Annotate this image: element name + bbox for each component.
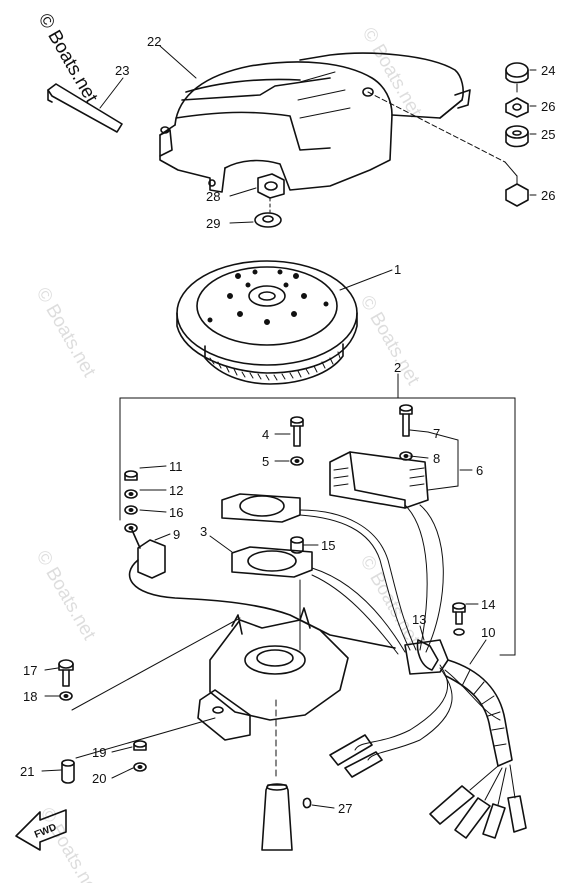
pulser-coil-upper bbox=[221, 493, 301, 523]
screw-4 bbox=[290, 416, 304, 447]
watermark-repeat: © Boats.net bbox=[32, 547, 100, 644]
callout-1: 1 bbox=[394, 262, 401, 277]
callout-23: 23 bbox=[115, 63, 129, 78]
callout-29: 29 bbox=[206, 216, 220, 231]
callout-15: 15 bbox=[321, 538, 335, 553]
screw-19 bbox=[133, 740, 147, 751]
leader-lines bbox=[41, 45, 537, 809]
watermark-repeat: © Boats.net bbox=[36, 804, 104, 883]
screw-17 bbox=[58, 659, 74, 687]
callout-3: 3 bbox=[200, 524, 207, 539]
callout-8: 8 bbox=[433, 451, 440, 466]
callout-24: 24 bbox=[541, 63, 555, 78]
crankshaft-taper bbox=[261, 699, 293, 851]
callout-28: 28 bbox=[206, 189, 220, 204]
washer-12 bbox=[124, 489, 138, 499]
callout-27: 27 bbox=[338, 801, 352, 816]
washer-26-top bbox=[505, 97, 529, 118]
washer-20 bbox=[133, 762, 147, 772]
clamp-13 bbox=[416, 639, 439, 671]
callout-26-top: 26 bbox=[541, 99, 555, 114]
callout-4: 4 bbox=[262, 427, 269, 442]
washer-5 bbox=[290, 456, 304, 466]
woodruff-key-27 bbox=[302, 797, 312, 809]
callout-12: 12 bbox=[169, 483, 183, 498]
protective-tube-10 bbox=[429, 659, 527, 839]
flywheel-1 bbox=[176, 260, 358, 385]
screw-11 bbox=[124, 470, 138, 481]
callout-2: 2 bbox=[394, 360, 401, 375]
callout-10: 10 bbox=[481, 625, 495, 640]
callout-labels: 22 23 24 26 25 26 28 29 1 2 4 5 7 8 6 11… bbox=[20, 34, 555, 816]
callout-5: 5 bbox=[262, 454, 269, 469]
callout-9: 9 bbox=[173, 527, 180, 542]
flywheel-cover-22 bbox=[159, 52, 471, 193]
screw-7 bbox=[399, 404, 413, 437]
callout-20: 20 bbox=[92, 771, 106, 786]
charge-coil-6 bbox=[329, 451, 429, 509]
callout-26-bottom: 26 bbox=[541, 188, 555, 203]
watermark-repeat: © Boats.net bbox=[356, 292, 424, 389]
screw-14 bbox=[452, 602, 466, 636]
washer-18 bbox=[59, 691, 73, 701]
hex-key-23 bbox=[47, 83, 123, 133]
coil-9 bbox=[128, 529, 396, 649]
callout-25: 25 bbox=[541, 127, 555, 142]
callout-18: 18 bbox=[23, 689, 37, 704]
callout-17: 17 bbox=[23, 663, 37, 678]
watermark-repeat: © Boats.net bbox=[32, 284, 100, 381]
grommet-25 bbox=[505, 125, 529, 148]
callout-16: 16 bbox=[169, 505, 183, 520]
knob-bolt-24 bbox=[505, 62, 529, 93]
wiring-harness bbox=[299, 504, 501, 778]
callout-7: 7 bbox=[433, 426, 440, 441]
bushing-21 bbox=[61, 759, 75, 784]
watermark-main: © Boats.net bbox=[34, 10, 102, 107]
callout-14: 14 bbox=[481, 597, 495, 612]
washer-16 bbox=[124, 505, 138, 515]
callout-19: 19 bbox=[92, 745, 106, 760]
nut-28 bbox=[257, 173, 285, 199]
callout-11: 11 bbox=[169, 459, 183, 474]
assembly-bracket-2 bbox=[119, 397, 516, 656]
washer-lower-left bbox=[124, 523, 138, 533]
pulser-coil-3 bbox=[231, 546, 313, 578]
collar-15 bbox=[290, 536, 304, 554]
stator-base bbox=[197, 607, 349, 741]
callout-6: 6 bbox=[476, 463, 483, 478]
callout-21: 21 bbox=[20, 764, 34, 779]
washer-29 bbox=[254, 212, 282, 228]
callout-13: 13 bbox=[412, 612, 426, 627]
callout-22: 22 bbox=[147, 34, 161, 49]
nut-26-bottom bbox=[505, 175, 529, 207]
